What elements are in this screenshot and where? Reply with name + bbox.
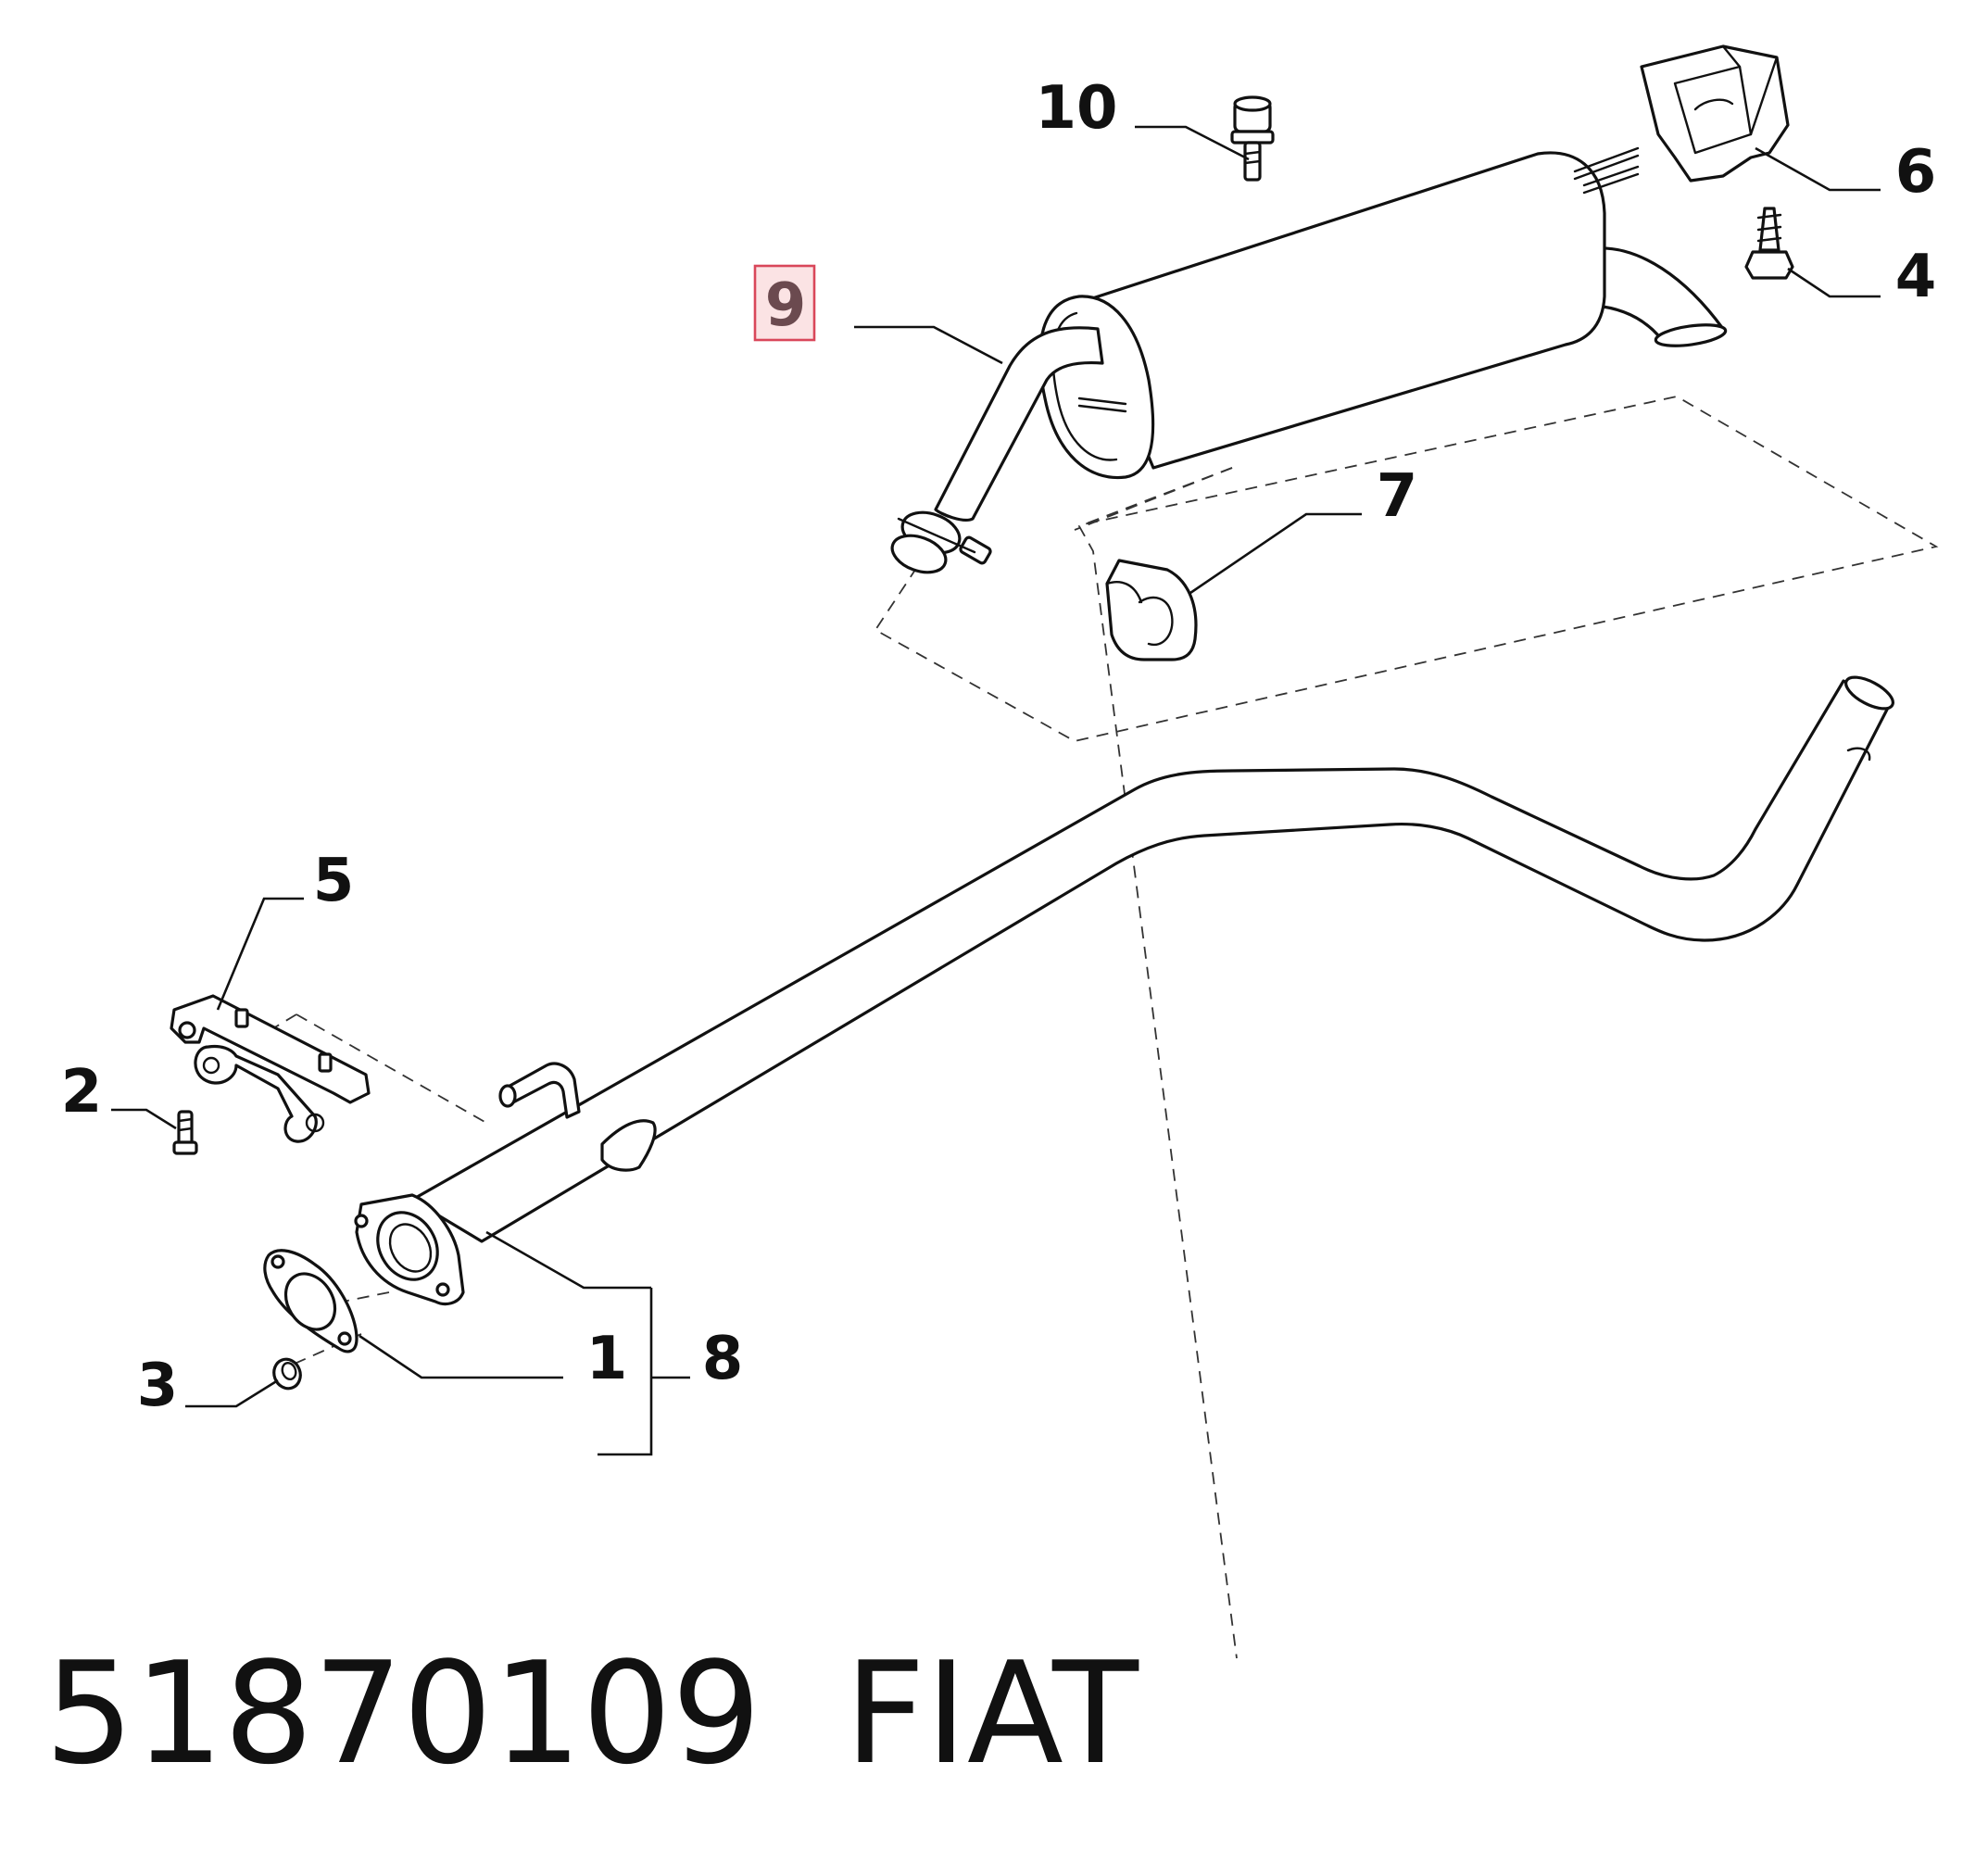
rear-muffler bbox=[890, 146, 1728, 574]
callout-2[interactable]: 2 bbox=[61, 1058, 103, 1127]
brand-name: FIAT bbox=[844, 1631, 1139, 1795]
callout-5[interactable]: 5 bbox=[313, 847, 355, 915]
dashed-flange-line bbox=[277, 1333, 362, 1372]
bracket-5 bbox=[170, 994, 371, 1143]
part-footer: 51870109 FIAT bbox=[44, 1621, 1139, 1806]
callout-1[interactable]: 1 bbox=[586, 1325, 628, 1393]
bolt-2 bbox=[172, 1110, 198, 1155]
part-number: 51870109 bbox=[44, 1631, 761, 1795]
nut-3 bbox=[272, 1357, 302, 1391]
leader-4 bbox=[1787, 267, 1881, 298]
callout-10[interactable]: 10 bbox=[1035, 74, 1117, 143]
rubber-hanger-7 bbox=[1105, 559, 1198, 661]
leader-10 bbox=[1135, 125, 1250, 161]
leader-9 bbox=[854, 325, 1003, 365]
gasket bbox=[263, 1249, 359, 1353]
highlight-box-9 bbox=[753, 264, 816, 342]
callout-4[interactable]: 4 bbox=[1895, 243, 1937, 311]
bolt-10 bbox=[1230, 95, 1275, 182]
dashed-group-muffler bbox=[874, 396, 1939, 1659]
callout-6[interactable]: 6 bbox=[1895, 138, 1937, 207]
leader-3 bbox=[185, 1378, 279, 1408]
rubber-mount-6 bbox=[1640, 44, 1790, 183]
leader-5 bbox=[216, 897, 304, 1011]
leader-6 bbox=[1755, 146, 1881, 192]
callout-9[interactable]: 9 bbox=[765, 271, 807, 340]
leader-2 bbox=[111, 1108, 177, 1130]
callout-7[interactable]: 7 bbox=[1377, 462, 1418, 531]
leader-1-pipe bbox=[485, 1230, 651, 1290]
leader-1-gasket bbox=[359, 1334, 563, 1379]
dashed-flange-line-2 bbox=[342, 1291, 390, 1303]
callout-3[interactable]: 3 bbox=[137, 1352, 179, 1420]
stud-4 bbox=[1744, 207, 1794, 280]
callout-8[interactable]: 8 bbox=[702, 1325, 744, 1393]
leader-7 bbox=[1189, 512, 1362, 595]
bracket-8 bbox=[598, 1288, 653, 1456]
intermediate-pipe bbox=[354, 675, 1894, 1306]
